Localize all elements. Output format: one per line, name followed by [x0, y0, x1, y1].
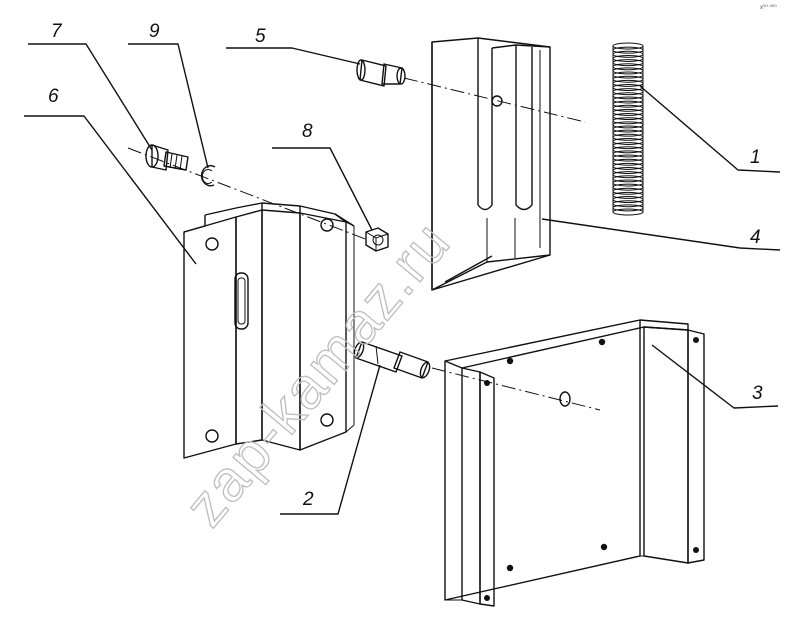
callout-8: 8: [302, 121, 313, 142]
callout-2: 2: [302, 489, 314, 510]
corner-mark: x⁰⁰ ⁰⁰⁰: [760, 4, 777, 11]
part-4-guide-block: [431, 37, 551, 291]
callout-4: 4: [750, 227, 761, 248]
part-1-spring: [612, 42, 644, 216]
callout-6: 6: [48, 86, 59, 107]
leader-lines: [24, 43, 781, 515]
callout-1: 1: [750, 147, 761, 168]
centerlines: [127, 77, 601, 411]
callout-5: 5: [255, 26, 266, 47]
part-6-bracket: [183, 202, 355, 459]
spring-coil: [612, 208, 644, 216]
part-8-nut: [365, 227, 389, 252]
callout-7: 7: [51, 21, 63, 42]
watermark-text: zap-kamaz.ru: [172, 209, 463, 538]
callout-labels: 7 9 5 6 8 1 4 3 2: [48, 21, 763, 510]
part-2-pin: [353, 341, 431, 379]
part-9-retaining-ring: [200, 165, 216, 187]
part-5-pin: [356, 59, 406, 87]
part-3-mounting-plate: [444, 319, 705, 607]
callout-3: 3: [752, 383, 763, 404]
callout-9: 9: [149, 21, 160, 42]
